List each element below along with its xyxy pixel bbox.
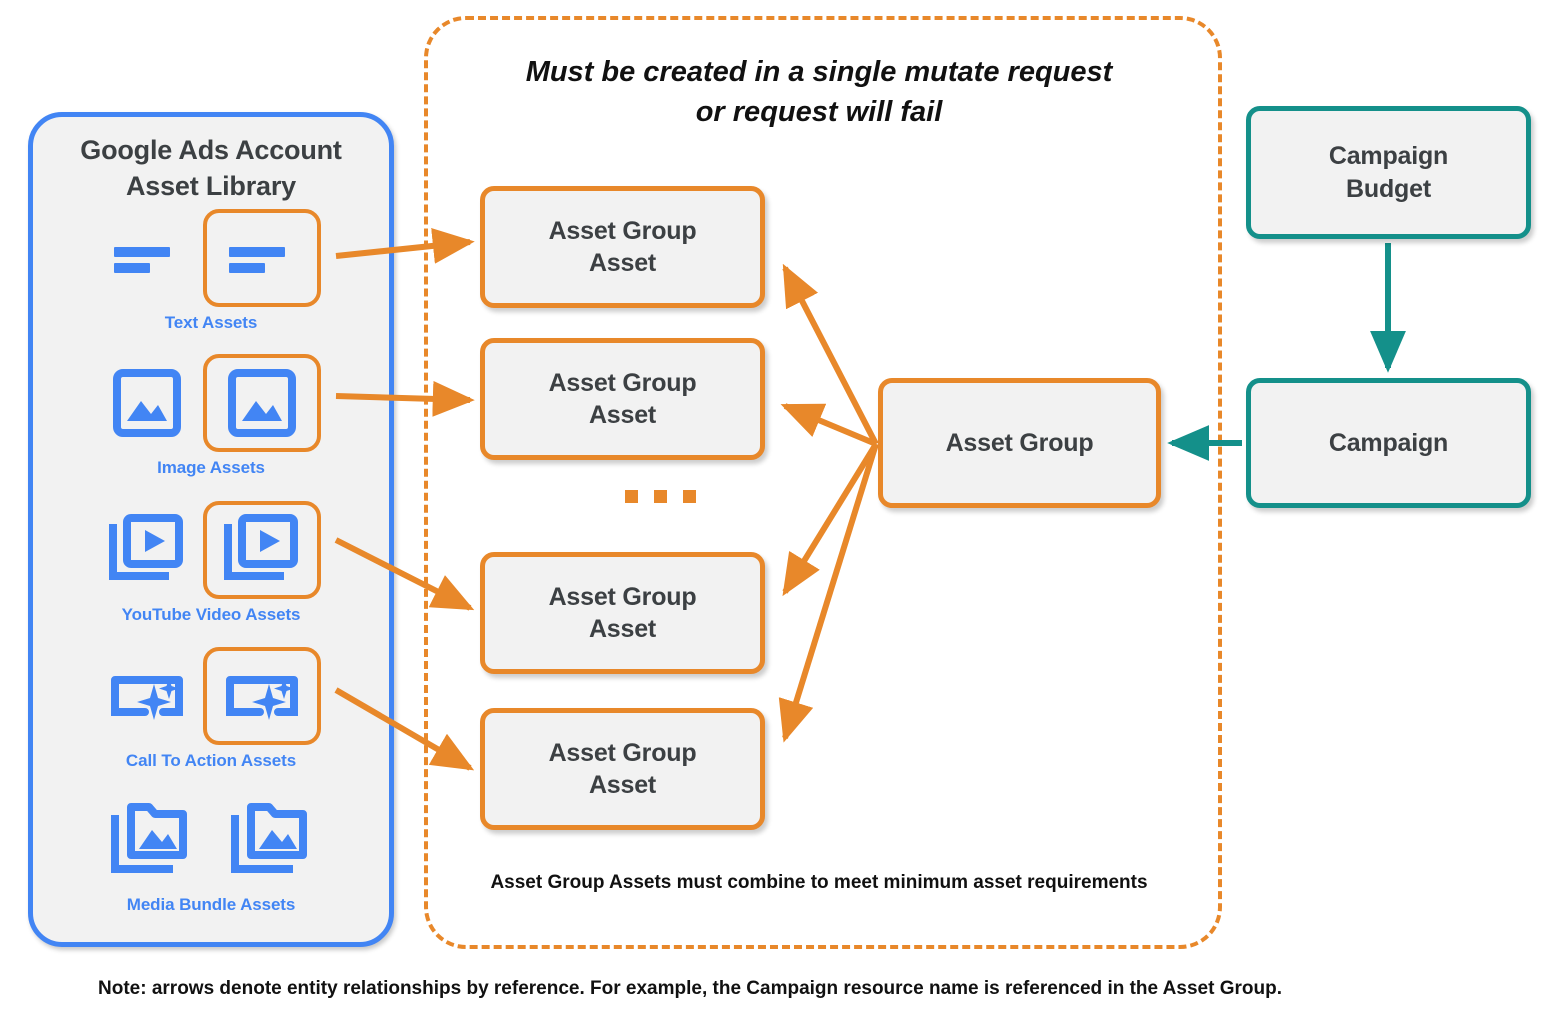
campaign-node[interactable]: Campaign bbox=[1246, 378, 1531, 508]
diagram-footer-note: Note: arrows denote entity relationships… bbox=[98, 978, 1282, 999]
text-asset-icon bbox=[101, 212, 193, 304]
asset-library-panel: Google Ads Account Asset Library bbox=[28, 112, 394, 947]
ellipsis-dot bbox=[683, 490, 696, 503]
library-item-label: Image Assets bbox=[157, 458, 265, 477]
ellipsis-dot bbox=[625, 490, 638, 503]
library-title: Google Ads Account Asset Library bbox=[33, 133, 389, 204]
media-bundle-asset-icon bbox=[105, 794, 197, 886]
library-item-text-assets[interactable]: Text Assets bbox=[33, 207, 389, 343]
library-item-call-to-action-assets[interactable]: Call To Action Assets bbox=[33, 645, 389, 781]
media-bundle-asset-icon-2 bbox=[225, 794, 317, 886]
asset-group-node[interactable]: Asset Group bbox=[878, 378, 1161, 508]
ellipsis-separator bbox=[625, 490, 696, 503]
library-title-line1: Google Ads Account bbox=[80, 135, 342, 165]
library-item-label: Call To Action Assets bbox=[125, 751, 297, 770]
node-label-line1: Campaign bbox=[1328, 142, 1449, 170]
image-asset-icon-selected[interactable] bbox=[203, 354, 321, 452]
youtube-video-asset-icon-selected[interactable] bbox=[203, 501, 321, 599]
campaign-budget-node[interactable]: Campaign Budget bbox=[1246, 106, 1531, 239]
call-to-action-asset-icon-selected[interactable] bbox=[203, 647, 321, 745]
node-label: Campaign bbox=[1328, 428, 1449, 457]
mutate-container-footer: Asset Group Assets must combine to meet … bbox=[490, 872, 1148, 893]
node-label-line1: Asset Group bbox=[548, 368, 697, 397]
library-item-label: YouTube Video Assets bbox=[121, 605, 301, 624]
asset-group-asset-node-3[interactable]: Asset Group Asset bbox=[480, 552, 765, 674]
mutate-header-line2: or request will fail bbox=[695, 96, 943, 129]
library-item-label: Media Bundle Assets bbox=[126, 895, 296, 914]
text-asset-icon-selected[interactable] bbox=[203, 209, 321, 307]
node-label-line2: Asset bbox=[588, 401, 657, 429]
library-title-line2: Asset Library bbox=[126, 170, 296, 201]
asset-group-asset-node-4[interactable]: Asset Group Asset bbox=[480, 708, 765, 830]
image-asset-icon bbox=[101, 357, 193, 449]
mutate-request-container bbox=[424, 16, 1222, 949]
library-item-youtube-video-assets[interactable]: YouTube Video Assets bbox=[33, 499, 389, 635]
library-item-image-assets[interactable]: Image Assets bbox=[33, 352, 389, 488]
ellipsis-dot bbox=[654, 490, 667, 503]
library-item-label: Text Assets bbox=[164, 313, 258, 332]
node-label: Asset Group bbox=[945, 428, 1094, 457]
mutate-container-header: Must be created in a single mutate reque… bbox=[424, 52, 1214, 132]
node-label-line2: Asset bbox=[588, 615, 657, 643]
node-label-line2: Budget bbox=[1346, 174, 1431, 203]
node-label-line1: Asset Group bbox=[548, 738, 697, 767]
node-label-line1: Asset Group bbox=[548, 582, 697, 611]
library-item-media-bundle-assets[interactable]: Media Bundle Assets bbox=[33, 789, 389, 925]
youtube-video-asset-icon bbox=[101, 504, 193, 596]
node-label-line1: Asset Group bbox=[548, 216, 697, 245]
mutate-header-line1: Must be created in a single mutate reque… bbox=[525, 56, 1113, 88]
call-to-action-asset-icon bbox=[101, 650, 193, 742]
node-label-line2: Asset bbox=[588, 771, 657, 799]
asset-group-asset-node-1[interactable]: Asset Group Asset bbox=[480, 186, 765, 308]
node-label-line2: Asset bbox=[588, 249, 657, 277]
asset-group-asset-node-2[interactable]: Asset Group Asset bbox=[480, 338, 765, 460]
